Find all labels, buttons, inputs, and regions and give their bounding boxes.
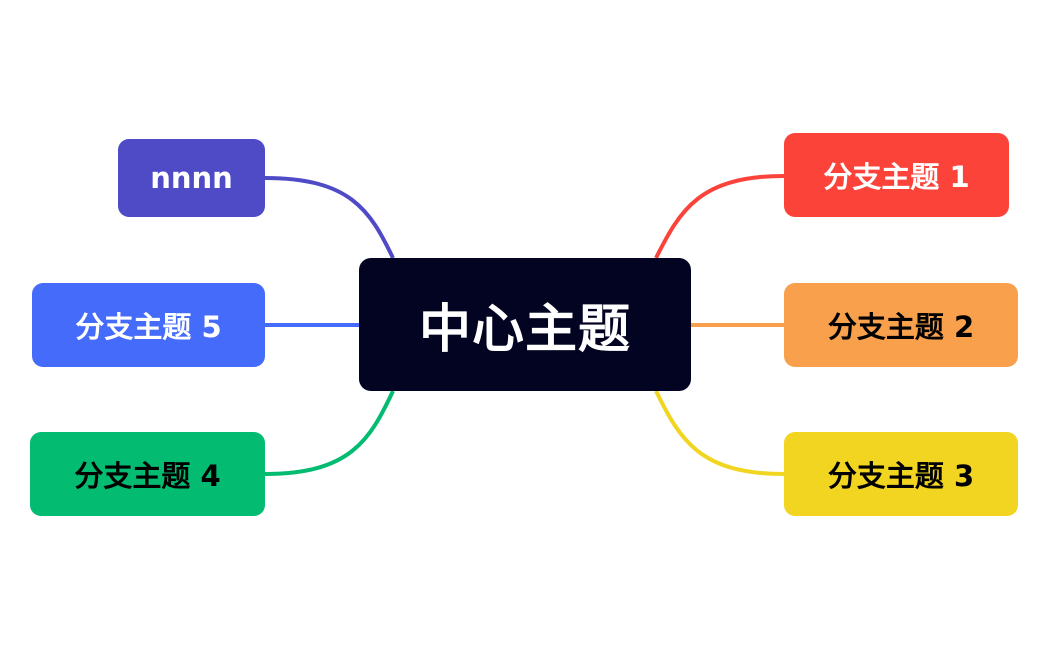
connector-branch-3 <box>654 390 785 476</box>
connector-branch-4 <box>264 390 395 476</box>
central-topic[interactable]: 中心主题 <box>359 258 691 391</box>
branch-topic-label: 分支主题 1 <box>823 160 970 194</box>
branch-topic-2[interactable]: 分支主题 2 <box>784 283 1018 367</box>
central-topic-label: 中心主题 <box>418 300 631 360</box>
branch-topic-label: 分支主题 3 <box>827 459 975 493</box>
branch-topic-label: 分支主题 4 <box>74 459 221 493</box>
branch-topic-label: nnnn <box>150 161 233 195</box>
branch-topic-nnnn[interactable]: nnnn <box>118 139 265 217</box>
branch-topic-3[interactable]: 分支主题 3 <box>784 432 1018 516</box>
connector-branch-1 <box>654 174 785 259</box>
connector-branch-6 <box>264 176 395 259</box>
branch-topic-5[interactable]: 分支主题 5 <box>32 283 265 367</box>
branch-topic-1[interactable]: 分支主题 1 <box>784 133 1009 217</box>
branch-topic-label: 分支主题 2 <box>827 310 975 344</box>
branch-topic-4[interactable]: 分支主题 4 <box>30 432 265 516</box>
branch-topic-label: 分支主题 5 <box>75 310 222 344</box>
